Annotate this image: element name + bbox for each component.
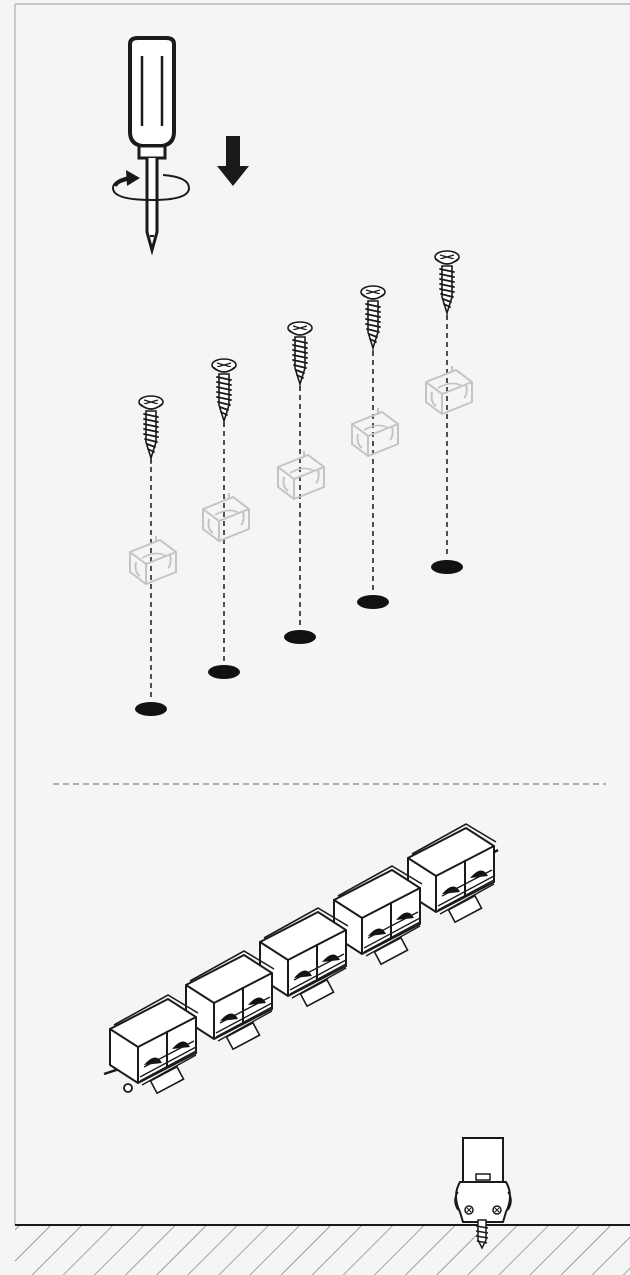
drill-hole-icon [135, 702, 167, 716]
drill-hole-icon [431, 560, 463, 574]
hatched-floor-icon [15, 1225, 630, 1275]
drill-hole-icon [208, 665, 240, 679]
drill-hole-icon [357, 595, 389, 609]
drill-hole-icon [284, 630, 316, 644]
